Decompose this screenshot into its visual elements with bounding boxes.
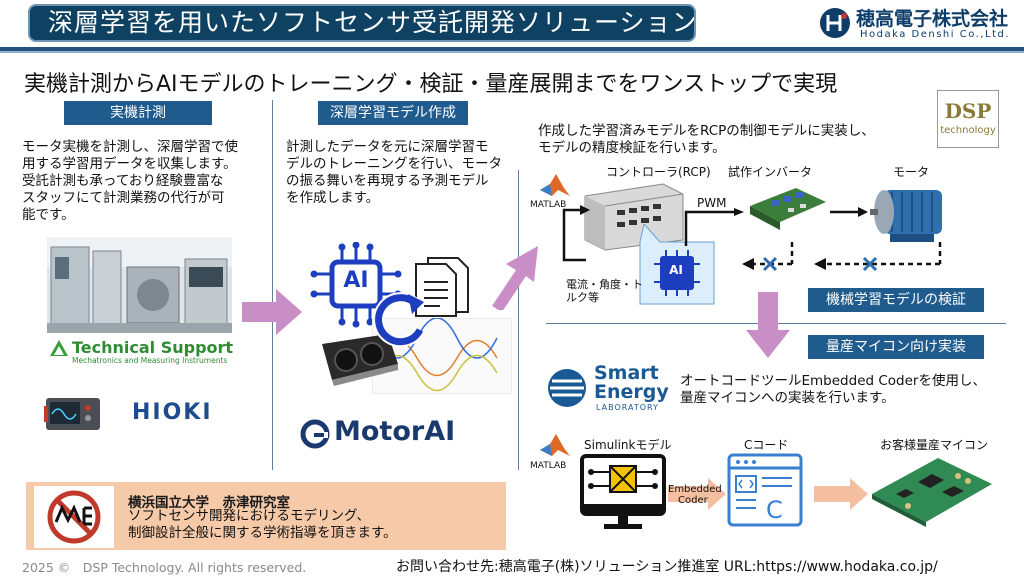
- svg-text:C: C: [766, 496, 783, 524]
- feedback-to-controller-arrow: [562, 205, 590, 262]
- simulink-label: Simulinkモデル: [584, 438, 672, 452]
- company-name: 穂高電子株式会社: [856, 8, 1009, 30]
- ai-chip-callout: [639, 224, 715, 305]
- smart-energy-sub: LABORATORY: [596, 403, 659, 412]
- feedback-dashed-arrows: [742, 242, 942, 272]
- motor-label: モータ: [893, 165, 930, 179]
- motorai-logo: MotorAI: [334, 416, 456, 447]
- ai-chip-label: AI: [669, 263, 683, 277]
- motorai-logo-icon: [300, 419, 330, 449]
- embedded-coder-arrow: [668, 478, 726, 510]
- feedback-label: 電流・角度・ト ルク等: [566, 278, 643, 304]
- headline: 実機計測からAIモデルのトレーニング・検証・量産展開までをワンストップで実現: [24, 72, 838, 97]
- smart-energy-logo-icon: [548, 369, 586, 407]
- matlab-logo-label-2: MATLAB: [530, 461, 567, 471]
- pwm-signal-arrow: [684, 208, 744, 246]
- technical-support-logo: Technical Support: [72, 338, 234, 357]
- deployment-description: オートコードツールEmbedded Coderを使用し、 量産マイコンへの実装を…: [680, 373, 986, 406]
- motor-icon: [870, 190, 942, 242]
- oscilloscope-device-icon: [44, 398, 100, 430]
- inverter-to-motor-arrow: [830, 207, 868, 217]
- ccode-label: Cコード: [744, 438, 789, 452]
- rcp-description: 作成した学習済みモデルをRCPの制御モデルに実装し、 モデルの精度検証を行います…: [538, 123, 875, 156]
- verify-bar: 機械学習モデルの検証: [808, 288, 984, 312]
- technical-support-icon: [50, 340, 68, 356]
- gpu-card-icon: [322, 334, 398, 386]
- dsp-logo-text: DSP: [944, 99, 992, 123]
- contact-info[interactable]: お問い合わせ先:穂高電子(株)ソリューション推進室 URL:https://ww…: [396, 559, 938, 575]
- header-divider: [0, 47, 1024, 51]
- embedded-coder-label: Embedded Coder: [668, 484, 722, 506]
- matlab-logo-icon: [540, 174, 570, 196]
- university-description: ソフトセンサ開発におけるモデリング、 制御設計全般に関する学術指導を頂きます。: [128, 508, 397, 541]
- simulink-model-monitor-icon: [580, 454, 666, 529]
- documents-icon: [415, 257, 469, 317]
- university-lab-logo: [34, 486, 114, 548]
- tag-model-creation: 深層学習モデル作成: [318, 101, 468, 125]
- page-title: 深層学習を用いたソフトセンサ受託開発ソリューション: [28, 4, 696, 42]
- dsp-logo-sub: technology: [940, 125, 996, 136]
- copyright: 2025 © DSP Technology. All rights reserv…: [22, 560, 307, 575]
- flow-arrow-3: [746, 292, 790, 358]
- company-roman-name: Hodaka Denshi Co.,Ltd.: [860, 29, 1011, 40]
- matlab-logo-label: MATLAB: [530, 200, 567, 210]
- lab-equipment-photo: [47, 237, 232, 333]
- technical-support-subtitle: Mechatronics and Measuring Instruments: [72, 356, 228, 365]
- university-name: 横浜国立大学 赤津研究室: [128, 495, 290, 511]
- ai-icon-label: AI: [343, 268, 369, 293]
- column-divider-2: [518, 170, 519, 470]
- company-logo: 穂高電子株式会社 Hodaka Denshi Co.,Ltd.: [818, 4, 1018, 44]
- hioki-logo: HIOKI: [132, 400, 213, 425]
- flow-arrow-1: [242, 289, 302, 335]
- waveform-plot-image: [372, 318, 512, 394]
- customer-mcu-board-icon: [872, 458, 992, 527]
- smart-energy-logo: Smart Energy: [594, 362, 669, 403]
- matlab-logo-icon-2: [540, 434, 570, 456]
- ccode-to-mcu-arrow: [814, 478, 868, 510]
- tag-measurement: 実機計測: [64, 101, 212, 125]
- rcp-controller-device: [584, 183, 684, 251]
- controller-label: コントローラ(RCP): [606, 165, 711, 179]
- column-divider-1: [272, 100, 273, 470]
- deployment-bar: 量産マイコン向け実装: [808, 335, 984, 359]
- measurement-description: モータ実機を計測し、深層学習で使 用する学習用データを収集します。 受託計測も承…: [22, 139, 238, 223]
- inverter-label: 試作インバータ: [728, 165, 813, 179]
- pwm-label: PWM: [697, 196, 727, 210]
- flow-arrow-2: [492, 246, 538, 310]
- refresh-cycle-icon: [373, 292, 425, 348]
- dsp-technology-logo: DSP technology: [937, 90, 999, 148]
- mcu-label: お客様量産マイコン: [880, 438, 989, 452]
- header-divider-light: [0, 51, 1024, 53]
- hodaka-emblem-icon: [820, 8, 850, 38]
- model-creation-description: 計測したデータを元に深層学習モ デルのトレーニングを行い、モータ の振る舞いを再…: [286, 139, 502, 206]
- c-code-document-icon: C: [727, 453, 803, 527]
- inverter-board-icon: [750, 188, 826, 230]
